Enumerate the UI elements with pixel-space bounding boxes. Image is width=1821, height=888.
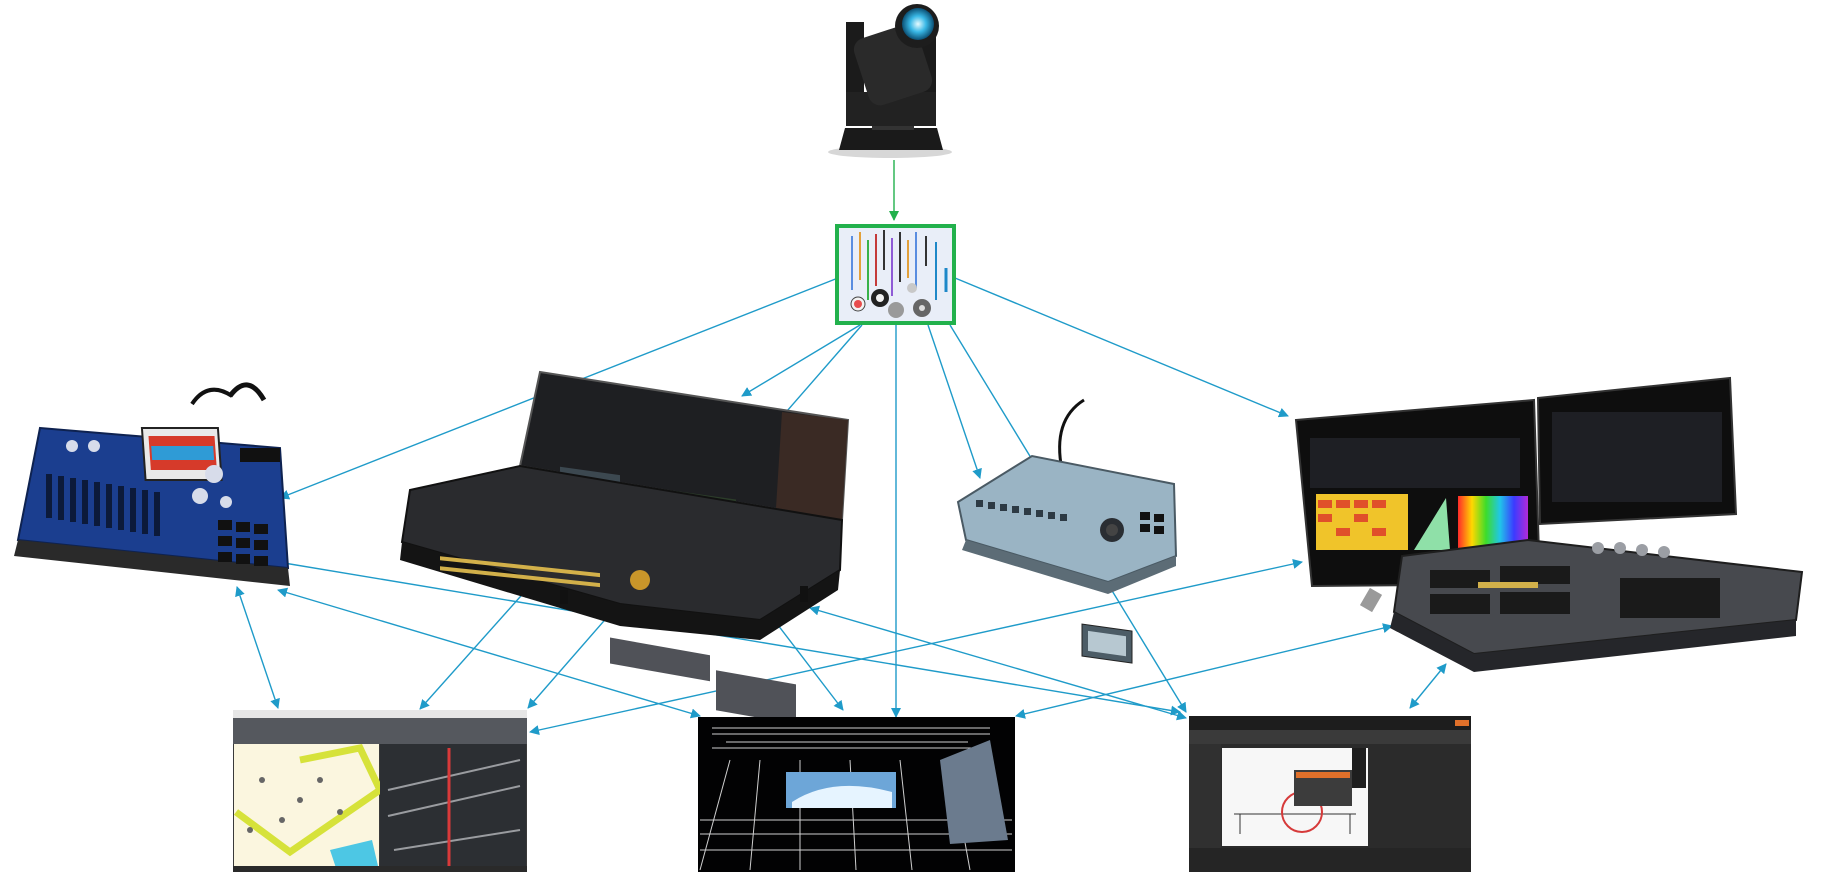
- dark-software: [1189, 716, 1471, 872]
- dual-monitor-console: [1294, 376, 1804, 672]
- moving-head-fixture: [828, 4, 952, 158]
- visualizer-software: [698, 717, 1015, 872]
- edge-large-console-cad: [419, 587, 529, 710]
- edge-dual-console-visualizer: [1015, 623, 1393, 719]
- edge-blue-console-cad: [235, 586, 280, 709]
- edge-library-to-small-console: [927, 324, 982, 479]
- edge-dual-console-cad: [529, 559, 1303, 735]
- edge-library-to-large-console: [741, 324, 861, 397]
- connection-arrows: [235, 160, 1447, 735]
- small-console: [956, 398, 1178, 664]
- edge-dual-console-dark: [1409, 663, 1447, 709]
- large-console: [400, 370, 850, 725]
- fixture-lens-icon: [902, 8, 934, 40]
- blue-console: [14, 382, 290, 586]
- edge-library-to-dual-console: [954, 277, 1289, 418]
- fixture-library: [835, 224, 956, 325]
- cad-software: [233, 710, 527, 872]
